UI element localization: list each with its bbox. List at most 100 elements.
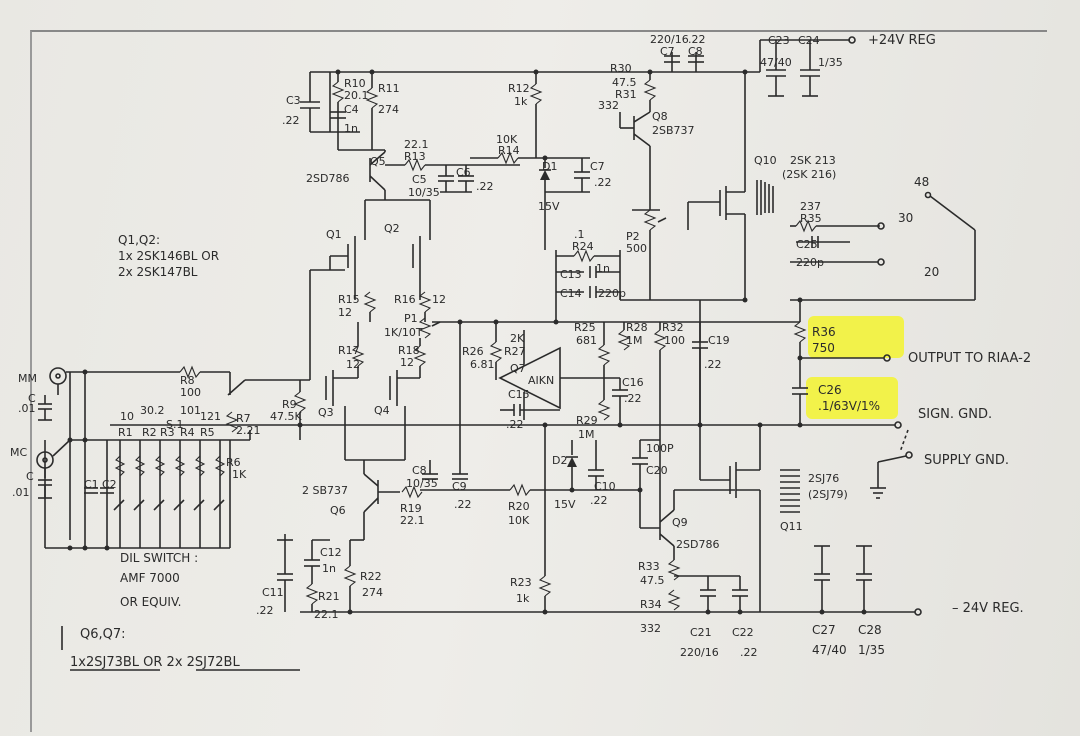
q1-label: Q1 <box>326 228 342 241</box>
pos-supply-label: +24V REG <box>868 33 936 48</box>
rbank-val-4: S.1 <box>166 418 183 431</box>
r27-value: 2K <box>510 332 525 345</box>
r7-label: R7 <box>236 412 251 425</box>
q6-transistor: 2 SB737 Q6 <box>302 460 400 540</box>
c7b-label: C7 <box>590 160 605 173</box>
c28-label: C28 <box>858 623 882 637</box>
c7-top-label: C7 <box>660 45 675 58</box>
r26-label: R26 <box>462 345 484 358</box>
c7b-value: .22 <box>594 176 612 189</box>
mc-cap-value: .01 <box>12 486 30 499</box>
c21-value: 220/16 <box>680 646 719 659</box>
q9-label: Q9 <box>672 516 688 529</box>
r25-label: R25 <box>574 321 596 334</box>
c13-label: C13 <box>560 268 582 281</box>
r30-label: R30 <box>610 62 632 75</box>
q10-alt: (2SK 216) <box>782 168 836 181</box>
r11-value: 274 <box>378 103 399 116</box>
q8-transistor: Q8 2SB737 <box>619 110 695 210</box>
mc-cap-label: C <box>26 470 34 483</box>
r36-label: R36 <box>812 325 836 339</box>
c3-label: C3 <box>286 94 301 107</box>
c7-c8-capacitors: 220/16 .22 C7 C8 <box>650 33 706 72</box>
c27-label: C27 <box>812 623 836 637</box>
c19-label: C19 <box>708 334 730 347</box>
r20-label: R20 <box>508 500 530 513</box>
r25-resistor: R25 681 <box>574 321 611 366</box>
r29-value: 1M <box>578 428 595 441</box>
r23-resistor: R23 1k <box>510 425 552 612</box>
rbank-name-3: R3 <box>160 426 175 439</box>
r34-value: 332 <box>640 622 661 635</box>
c26-value: .1/63V/1% <box>818 399 880 413</box>
c14-value: 220p <box>598 287 626 300</box>
q1q2-note-line1: Q1,Q2: <box>118 233 160 247</box>
r20-resistor: R20 10K <box>470 483 640 527</box>
r21-value: 22.1 <box>314 608 339 621</box>
mm-input-jack[interactable]: MM <box>18 367 180 395</box>
d1-zener: D1 15V <box>538 158 560 213</box>
c16-value: .22 <box>624 392 642 405</box>
q5-transistor: Q5 2SD786 <box>306 149 386 200</box>
c12-value: 1n <box>322 562 336 575</box>
r13-label: R13 <box>404 150 426 163</box>
c5-value: 10/35 <box>408 186 440 199</box>
r14-label: R14 <box>498 144 520 157</box>
r8-resistor: R8 100 <box>179 365 246 399</box>
r26-r27-resistors: R26 6.81 2K R27 <box>462 322 526 380</box>
mm-cap-label: C <box>28 392 36 405</box>
c23-value: 47/40 <box>760 56 792 69</box>
q6q7-note-line2: 1x2SJ73BL OR 2x 2SJ72BL <box>70 655 240 670</box>
p1-value: 1K/10T <box>384 326 423 339</box>
c24-value: 1/35 <box>818 56 843 69</box>
q11-heatsink <box>780 469 800 513</box>
r22-label: R22 <box>360 570 382 583</box>
r10-value: 20.1 <box>344 89 369 102</box>
c19-value: .22 <box>704 358 722 371</box>
r16-value: 12 <box>432 293 446 306</box>
c2-label: C2 <box>102 478 117 491</box>
c22-value: .22 <box>740 646 758 659</box>
dil-note-line3: OR EQUIV. <box>120 595 181 609</box>
c24-label: C24 <box>798 34 820 47</box>
mm-input-cap: C .01 <box>18 392 52 421</box>
bottom-ground-bus <box>44 440 230 549</box>
c16-label: C16 <box>622 376 644 389</box>
q1-q2-jfet-pair: Q1 Q2 <box>310 199 431 300</box>
r28-value: 1M <box>626 334 643 347</box>
mm-label: MM <box>18 372 37 385</box>
c5-label: C5 <box>412 173 427 186</box>
c21-label: C21 <box>690 626 712 639</box>
mc-input-jack[interactable]: MC <box>10 439 71 478</box>
c16-capacitor: C16 .22 <box>612 376 644 425</box>
q8-label: Q8 <box>652 110 668 123</box>
q6-q7-note: Q6,Q7: 1x2SJ73BL OR 2x 2SJ72BL <box>61 626 300 671</box>
r15-r16-resistors: R15 12 R16 12 <box>338 291 446 322</box>
r17-value: 12 <box>346 358 360 371</box>
d2-value: 15V <box>554 498 576 511</box>
q2-label: Q2 <box>384 222 400 235</box>
c11-label: C11 <box>262 586 284 599</box>
c6-capacitor: C6 .22 <box>440 165 494 193</box>
r17-r18-resistors: R17 12 R18 12 <box>338 322 427 371</box>
q7-label: Q7 <box>510 362 526 375</box>
c25-label: C25 <box>796 238 818 251</box>
r22-value: 274 <box>362 586 383 599</box>
c9-label: C9 <box>452 480 467 493</box>
c25-value: 220p <box>796 256 824 269</box>
c8-top-label: C8 <box>688 45 703 58</box>
q10-type: 2SK 213 <box>790 154 836 167</box>
q6-type: 2 SB737 <box>302 484 348 497</box>
dil-resistor-bank[interactable]: 10 30.2 101 S.1 121 R1 R2 R3 R4 R5 <box>113 404 226 548</box>
positive-rail <box>310 36 856 73</box>
q7-type: AIKN <box>528 374 554 387</box>
q11-alt: (2SJ79) <box>808 488 848 501</box>
supply-ground-link: SUPPLY GND. <box>870 429 1009 499</box>
r36-highlight <box>808 316 904 358</box>
r14-resistor: 10K R14 <box>470 133 545 165</box>
rbank-name-4: R4 <box>180 426 195 439</box>
rbank-name-2: R2 <box>142 426 157 439</box>
r33-r34-resistors: R33 47.5 R34 332 <box>638 559 740 635</box>
pin-48: 48 <box>914 175 929 189</box>
c14-label: C14 <box>560 287 582 300</box>
